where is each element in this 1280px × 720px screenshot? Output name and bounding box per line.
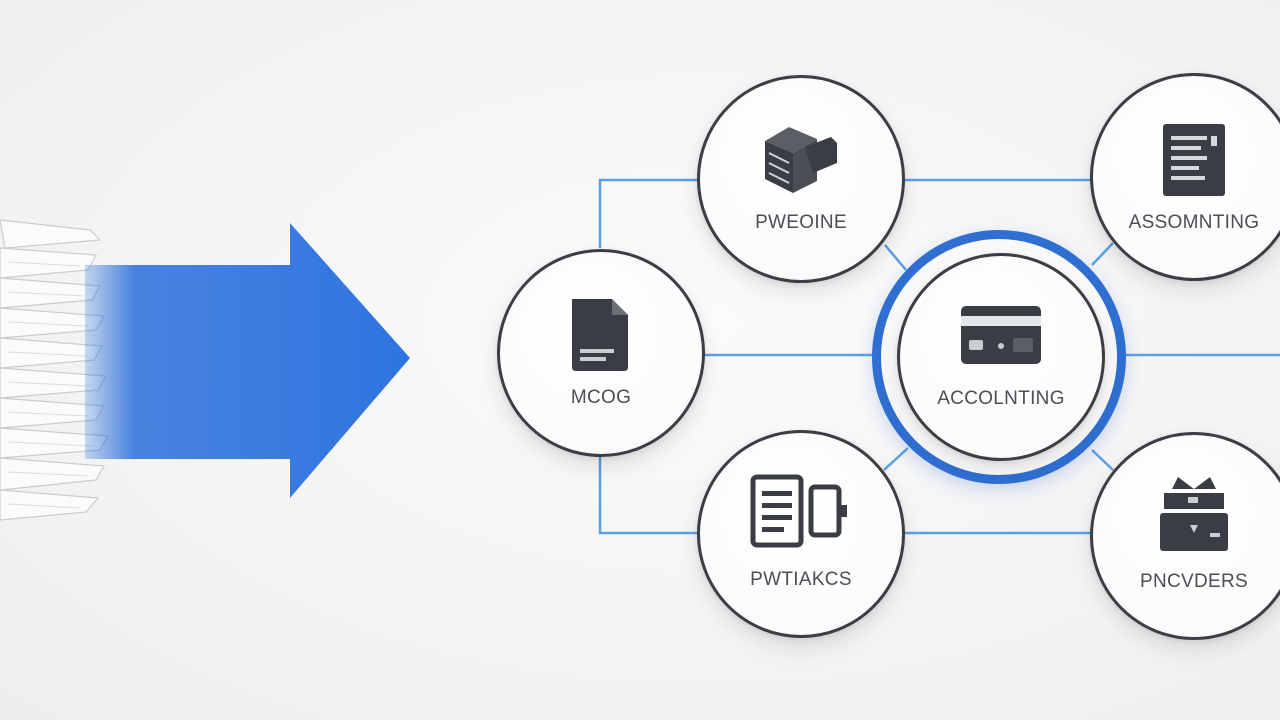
document-plugin-icon [750, 474, 847, 548]
node-left[interactable]: MCOG [497, 249, 705, 457]
package-tray-icon [1160, 477, 1228, 551]
node-bottom-right[interactable]: PNCVDERS [1090, 432, 1280, 640]
stacked-boxes-icon [765, 127, 837, 193]
connector-hub-topleft [884, 244, 907, 271]
connector-hub-bottomleft [883, 447, 909, 471]
node-hub[interactable]: ACCOLNTING [897, 253, 1105, 461]
connector-hub-bottomright [1091, 449, 1114, 471]
report-icon [1163, 124, 1225, 196]
node-top-left-label: PWEOINE [755, 212, 847, 233]
node-top-left[interactable]: PWEOINE [697, 75, 905, 283]
document-icon [572, 299, 628, 371]
process-arrow [85, 223, 410, 498]
connector-left-bottom [598, 455, 700, 535]
node-top-right[interactable]: ASSOMNTING [1090, 73, 1280, 281]
connector-left-top [598, 178, 700, 248]
credit-card-icon [961, 306, 1041, 364]
node-bottom-left[interactable]: PWTIAKCS [697, 430, 905, 638]
node-hub-label: ACCOLNTING [937, 388, 1065, 409]
node-left-label: MCOG [570, 387, 632, 408]
node-bottom-right-label: PNCVDERS [1140, 571, 1248, 592]
paper-stack-icon [0, 219, 109, 521]
connector-hub-topright [1091, 242, 1114, 266]
node-top-right-label: ASSOMNTING [1128, 212, 1260, 233]
node-bottom-left-label: PWTIAKCS [750, 569, 852, 590]
